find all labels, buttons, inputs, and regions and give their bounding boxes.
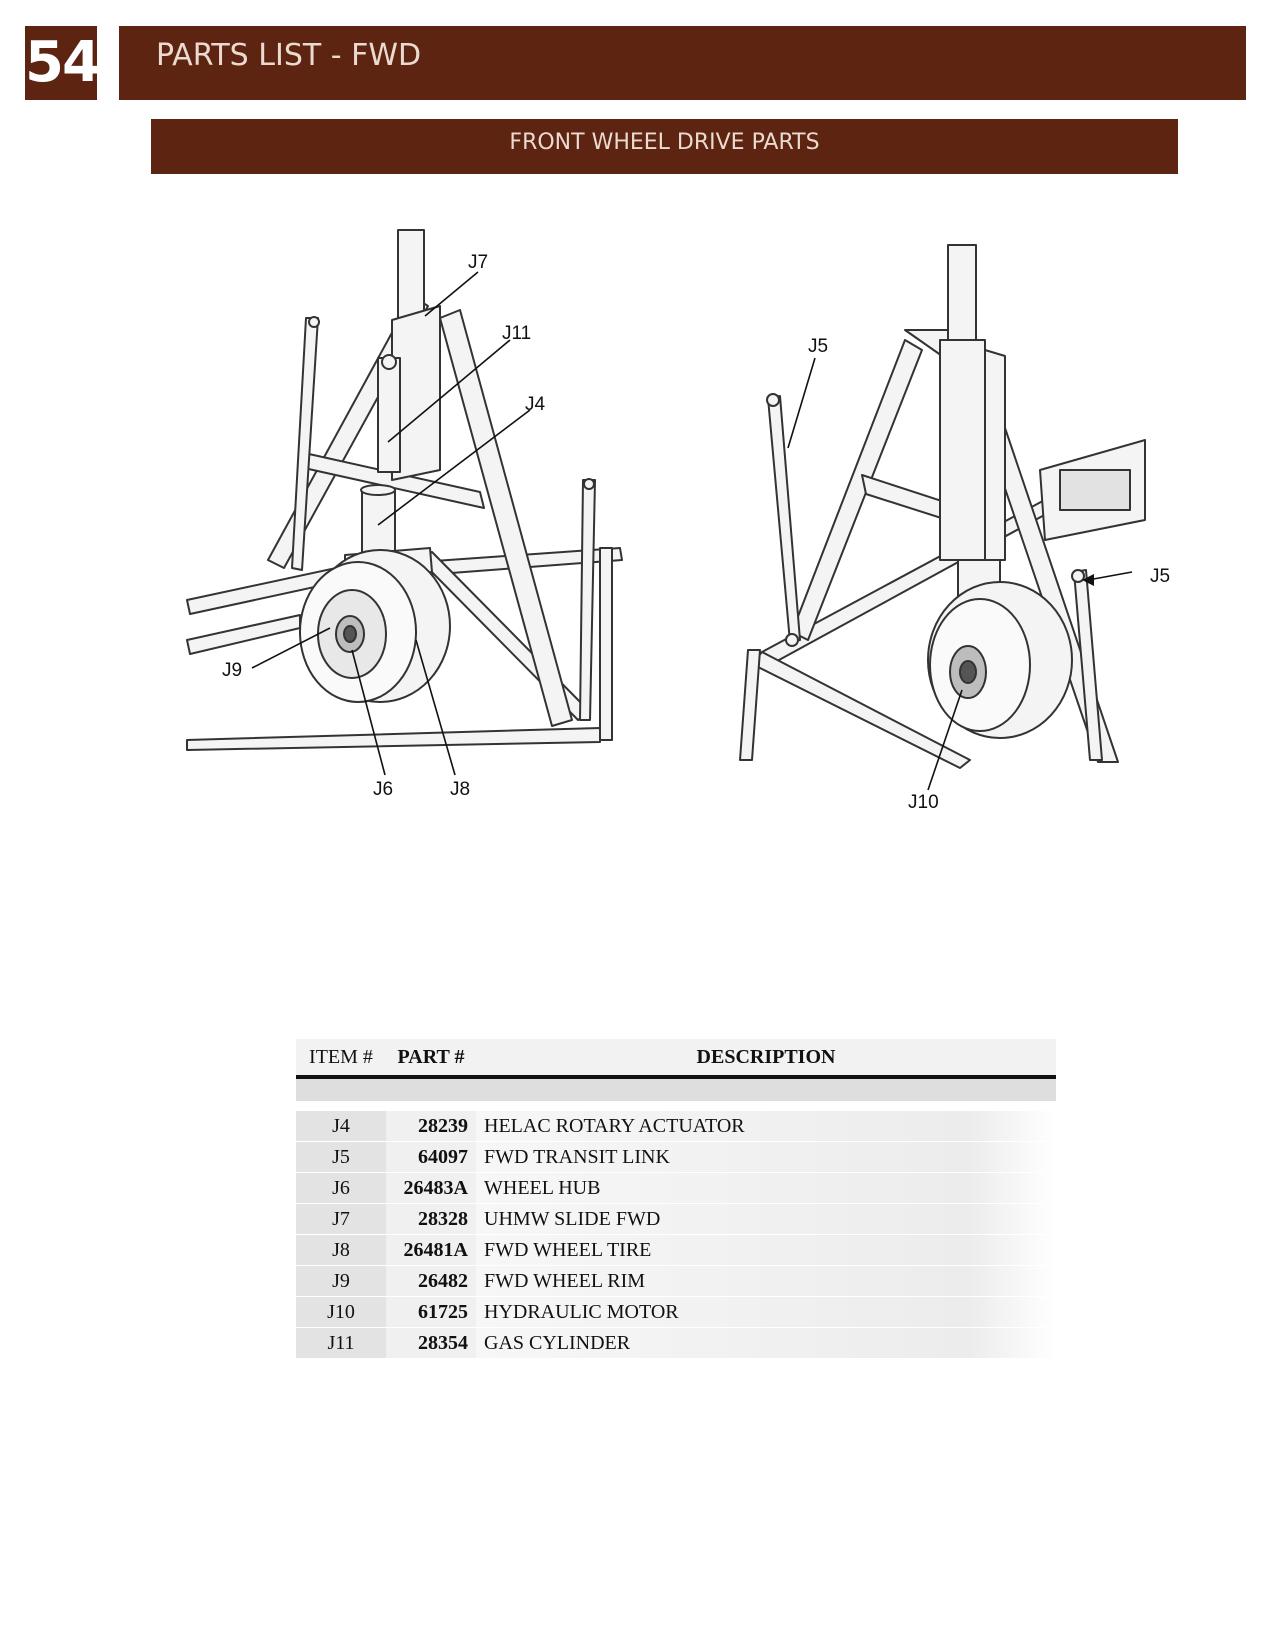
table-row: J11 28354 GAS CYLINDER	[296, 1327, 1056, 1359]
header-item: ITEM #	[296, 1039, 386, 1079]
description-cell: GAS CYLINDER	[476, 1327, 1056, 1359]
gas-cylinder	[984, 349, 1006, 561]
part-cell: 28239	[386, 1106, 476, 1142]
description-cell: HELAC ROTARY ACTUATOR	[476, 1106, 1056, 1142]
table-header-row: ITEM # PART # DESCRIPTION	[296, 1039, 1056, 1079]
item-cell: J10	[296, 1296, 386, 1328]
table-row: J8 26481A FWD WHEEL TIRE	[296, 1234, 1056, 1266]
callout-j4: J4	[525, 394, 546, 415]
description-cell: HYDRAULIC MOTOR	[476, 1296, 1056, 1328]
section-title: FRONT WHEEL DRIVE PARTS	[151, 119, 1178, 174]
part-cell: 64097	[386, 1141, 476, 1173]
item-cell: J11	[296, 1327, 386, 1359]
item-cell: J4	[296, 1106, 386, 1142]
item-cell: J9	[296, 1265, 386, 1297]
parts-table: ITEM # PART # DESCRIPTION J4 28239 HELAC…	[296, 1039, 1056, 1359]
callout-j8: J8	[450, 779, 470, 800]
description-cell: FWD WHEEL TIRE	[476, 1234, 1056, 1266]
callout-j7: J7	[468, 252, 488, 273]
callout-j9: J9	[222, 660, 242, 681]
part-cell: 28354	[386, 1327, 476, 1359]
callout-j5-left: J5	[808, 336, 828, 357]
description-cell: FWD TRANSIT LINK	[476, 1141, 1056, 1173]
table-row: J6 26483A WHEEL HUB	[296, 1172, 1056, 1204]
transit-link	[579, 479, 596, 721]
table-row: J5 64097 FWD TRANSIT LINK	[296, 1141, 1056, 1173]
item-cell: J6	[296, 1172, 386, 1204]
callout-j11: J11	[502, 323, 531, 344]
diagram-right-leaders	[787, 357, 1133, 791]
part-cell: 28328	[386, 1203, 476, 1235]
frame-rail	[599, 547, 613, 741]
item-cell: J7	[296, 1203, 386, 1235]
item-cell: J5	[296, 1141, 386, 1173]
table-row: J10 61725 HYDRAULIC MOTOR	[296, 1296, 1056, 1328]
frame-rail	[186, 614, 301, 655]
transit-link	[291, 317, 319, 571]
part-cell: 26483A	[386, 1172, 476, 1204]
table-row: J4 28239 HELAC ROTARY ACTUATOR	[296, 1106, 1056, 1142]
frame-rail	[739, 649, 761, 761]
slide-housing	[939, 339, 986, 561]
description-cell: FWD WHEEL RIM	[476, 1265, 1056, 1297]
drive-motor	[1059, 469, 1131, 511]
rotary-actuator	[361, 489, 396, 556]
a-frame-leg	[791, 339, 923, 641]
diagram-right-view	[739, 244, 1146, 769]
page-number: 54	[25, 26, 101, 100]
callout-j6: J6	[373, 779, 393, 800]
part-cell: 26481A	[386, 1234, 476, 1266]
table-row: J7 28328 UHMW SLIDE FWD	[296, 1203, 1056, 1235]
callout-j10: J10	[908, 792, 939, 813]
frame-rail	[186, 727, 601, 751]
gas-cylinder	[377, 357, 401, 473]
part-cell: 61725	[386, 1296, 476, 1328]
header-description: DESCRIPTION	[476, 1039, 1056, 1079]
diagram-left-view	[186, 229, 623, 751]
a-frame-leg	[439, 309, 573, 727]
header-part: PART #	[386, 1039, 476, 1079]
callout-j5-right: J5	[1150, 566, 1170, 587]
table-row: J9 26482 FWD WHEEL RIM	[296, 1265, 1056, 1297]
part-cell: 26482	[386, 1265, 476, 1297]
diagram-left-leaders	[251, 271, 531, 776]
page-title: PARTS LIST - FWD	[119, 26, 1246, 100]
mast	[397, 229, 425, 321]
fwd-parts-diagram: J7 J11 J4 J9 J6 J8	[186, 229, 1170, 813]
description-cell: UHMW SLIDE FWD	[476, 1203, 1056, 1235]
description-cell: WHEEL HUB	[476, 1172, 1056, 1204]
mast	[947, 244, 977, 341]
item-cell: J8	[296, 1234, 386, 1266]
transit-link	[767, 395, 801, 643]
table-spacer-row	[296, 1077, 1056, 1111]
